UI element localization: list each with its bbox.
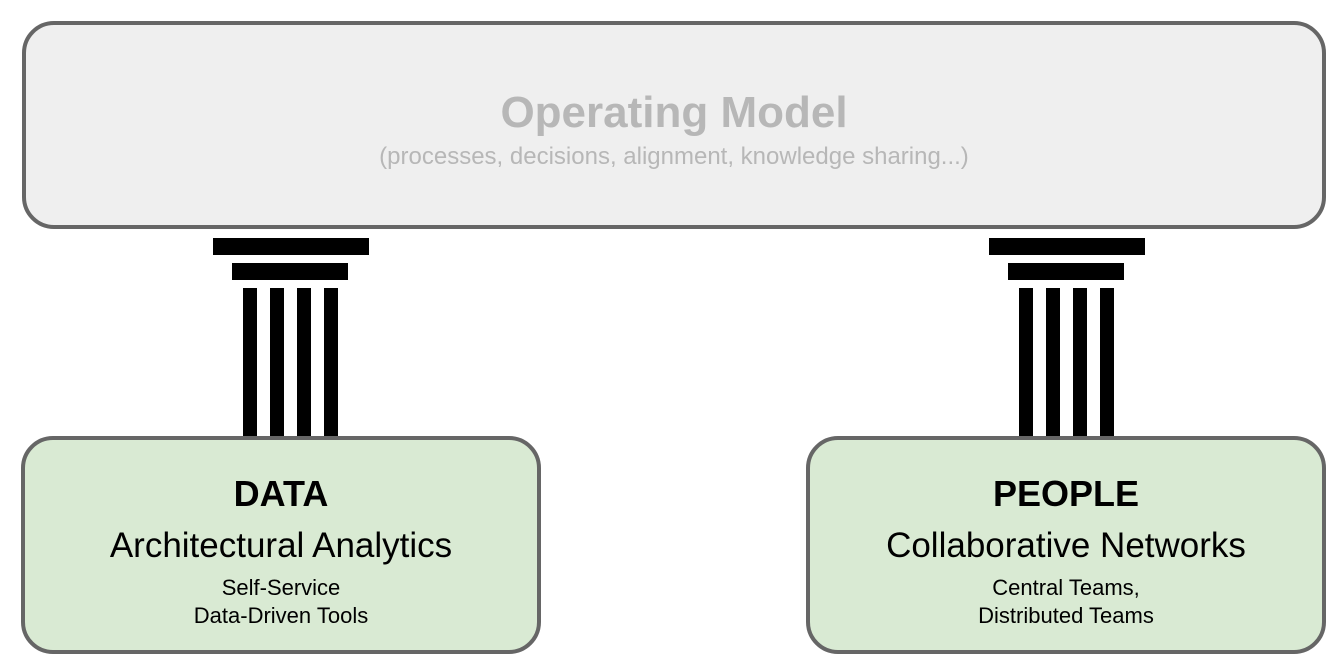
data-title: DATA: [233, 473, 329, 514]
people-line-1: Central Teams,: [992, 575, 1140, 600]
people-subtitle: Collaborative Networks: [886, 526, 1246, 565]
pillar-right-column-icon: [989, 238, 1145, 442]
pillar-left-shaft: [270, 288, 284, 442]
pillar-left-capital-bottom: [232, 263, 348, 280]
pillar-left-shaft: [324, 288, 338, 442]
people-line-2: Distributed Teams: [978, 603, 1154, 628]
data-line-2: Data-Driven Tools: [193, 603, 369, 628]
data-base-box: DATA Architectural Analytics Self-Servic…: [21, 436, 541, 654]
pillar-right-shaft: [1046, 288, 1060, 442]
pillar-right-capital-top: [989, 238, 1145, 255]
pillar-left-shaft: [243, 288, 257, 442]
pillar-right-capital-bottom: [1008, 263, 1124, 280]
pillar-right-shaft: [1100, 288, 1114, 442]
data-line-1: Self-Service: [221, 575, 341, 600]
operating-model-roof: Operating Model (processes, decisions, a…: [22, 21, 1326, 229]
pillar-left-capital-top: [213, 238, 369, 255]
pillar-right-shaft: [1019, 288, 1033, 442]
roof-subtitle: (processes, decisions, alignment, knowle…: [379, 143, 969, 170]
pillar-left-column-icon: [213, 238, 369, 442]
data-subtitle: Architectural Analytics: [109, 526, 453, 565]
roof-title: Operating Model: [500, 88, 848, 137]
people-base-box: PEOPLE Collaborative Networks Central Te…: [806, 436, 1326, 654]
people-title: PEOPLE: [992, 473, 1140, 514]
pillar-left-shaft: [297, 288, 311, 442]
pillar-right-shaft: [1073, 288, 1087, 442]
